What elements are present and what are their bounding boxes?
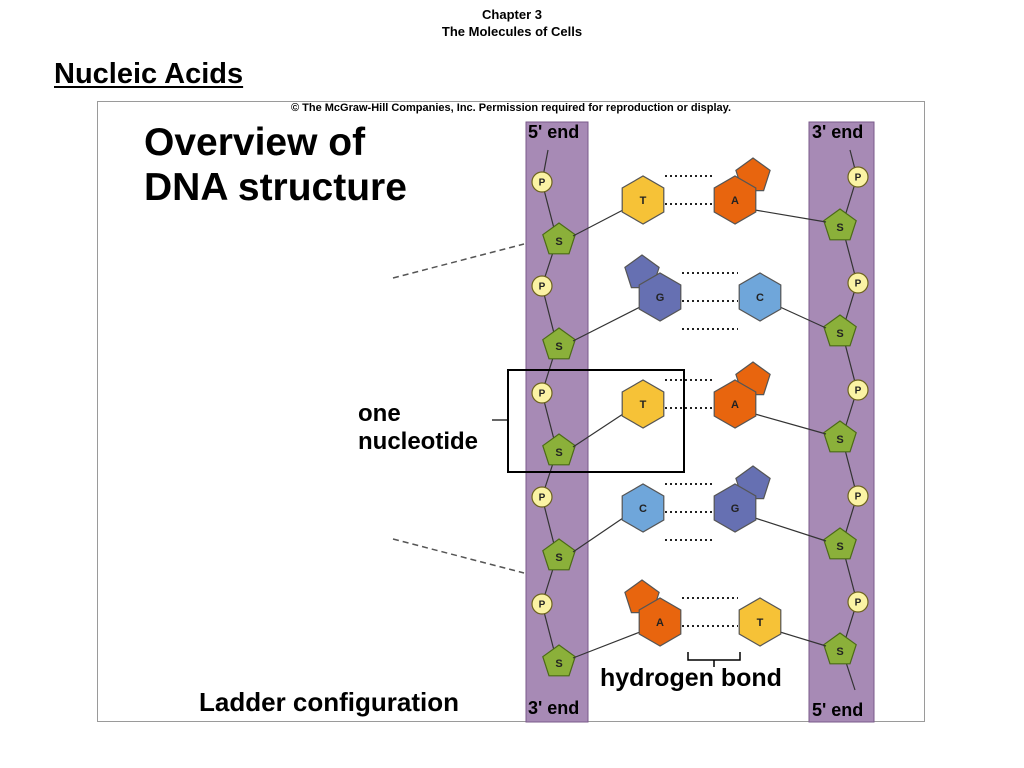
hydrogen-bond-label: hydrogen bond (600, 664, 782, 692)
left-stem-1 (572, 209, 624, 237)
left-strand-top-end: 5' end (528, 122, 580, 142)
base-left-2 (638, 272, 682, 322)
right-sugar-4 (823, 527, 857, 560)
base-right-4-label: G (731, 503, 740, 515)
left-sugar-1-label: S (555, 236, 562, 248)
right-sugar-4-label: S (836, 541, 843, 553)
left-phosphate-3 (531, 382, 553, 404)
base-right-5-label: T (757, 617, 764, 629)
base-right-4 (713, 483, 757, 533)
left-stem-2 (572, 306, 641, 342)
nucleotide-label-line1: one (358, 400, 401, 427)
base-right-2-label: C (756, 292, 764, 304)
chapter-subtitle: The Molecules of Cells (441, 24, 583, 39)
left-backbone (525, 121, 589, 723)
right-strand-bottom-end: 5' end (812, 700, 864, 720)
base-left-3 (621, 379, 665, 429)
right-sugar-1 (823, 208, 857, 241)
left-stem-3 (572, 413, 624, 448)
left-phosphate-4-label: P (539, 493, 546, 504)
leader-line-top (392, 243, 525, 279)
base-right-3 (713, 379, 757, 429)
right-phosphate-5-label: P (855, 598, 862, 609)
left-sugar-3 (542, 433, 576, 466)
left-sugar-4 (542, 538, 576, 571)
base-left-5-label: A (656, 617, 664, 629)
left-stem-5 (572, 631, 641, 659)
leader-line-bottom (392, 538, 525, 574)
right-sugar-5-label: S (836, 646, 843, 658)
left-phosphate-3-label: P (539, 389, 546, 400)
left-phosphate-5-label: P (539, 600, 546, 611)
left-phosphate-2-label: P (539, 282, 546, 293)
right-phosphate-2 (847, 272, 869, 294)
base-left-2-label: G (656, 292, 665, 304)
right-phosphate-4 (847, 485, 869, 507)
right-stem-5 (779, 631, 827, 647)
right-sugar-2-label: S (836, 328, 843, 340)
base-right-3-label: A (731, 399, 739, 411)
right-phosphate-2-label: P (855, 279, 862, 290)
left-stem-4 (572, 517, 624, 553)
nucleotide-label-line2: nucleotide (358, 428, 479, 455)
right-phosphate-1 (847, 166, 869, 188)
right-stem-4 (754, 517, 827, 542)
left-sugar-5 (542, 644, 576, 677)
left-sugar-2 (542, 327, 576, 360)
right-strand-top-end: 3' end (812, 122, 864, 142)
base-left-4 (621, 483, 665, 533)
chapter-header: Chapter 3 The Molecules of Cells (0, 6, 1024, 40)
strand-layer: P S P S P S P S P S P S P S P S P S P S (531, 149, 869, 691)
right-stem-1 (754, 209, 827, 223)
left-sugar-3-label: S (555, 447, 562, 459)
nucleotide-label: one nucleotide (358, 400, 478, 456)
left-sugar-4-label: S (555, 552, 562, 564)
right-sugar-2 (823, 314, 857, 347)
left-phosphate-1 (531, 171, 553, 193)
right-phosphate-1-label: P (855, 173, 862, 184)
left-sugar-5-label: S (555, 658, 562, 670)
right-stem-3 (754, 413, 827, 435)
dna-figure-frame (97, 101, 925, 722)
base-left-1 (621, 175, 665, 225)
figure-title-line1: Overview of (144, 121, 366, 164)
base-left-1-label: T (640, 195, 647, 207)
base-left-4-label: C (639, 503, 647, 515)
figure-title: Overview of DNA structure (144, 120, 407, 210)
left-phosphate-5 (531, 593, 553, 615)
hydrogen-bond-bracket (687, 652, 741, 667)
slide-title: Nucleic Acids (54, 58, 244, 90)
left-phosphate-2 (531, 275, 553, 297)
base-right-5 (738, 597, 782, 647)
left-phosphate-1-label: P (539, 178, 546, 189)
right-phosphate-4-label: P (855, 492, 862, 503)
right-stem-2 (779, 306, 827, 329)
left-sugar-1 (542, 222, 576, 255)
base-left-5 (638, 597, 682, 647)
base-right-1 (713, 175, 757, 225)
right-phosphate-3-label: P (855, 386, 862, 397)
base-left-3-label: T (640, 399, 647, 411)
left-strand-bottom-end: 3' end (528, 698, 580, 718)
pair-layer: T A G C T A C G A T (572, 157, 827, 659)
left-phosphate-4 (531, 486, 553, 508)
nucleotide-box (507, 369, 685, 473)
right-sugar-1-label: S (836, 222, 843, 234)
right-sugar-3-label: S (836, 434, 843, 446)
right-sugar-3 (823, 420, 857, 453)
copyright-notice: © The McGraw-Hill Companies, Inc. Permis… (290, 102, 732, 114)
right-phosphate-5 (847, 591, 869, 613)
base-right-2 (738, 272, 782, 322)
right-sugar-5 (823, 632, 857, 665)
left-sugar-2-label: S (555, 341, 562, 353)
chapter-number: Chapter 3 (482, 7, 542, 22)
base-right-1-label: A (731, 195, 739, 207)
figure-title-line2: DNA structure (144, 166, 407, 209)
ladder-configuration-label: Ladder configuration (199, 687, 459, 717)
right-phosphate-3 (847, 379, 869, 401)
